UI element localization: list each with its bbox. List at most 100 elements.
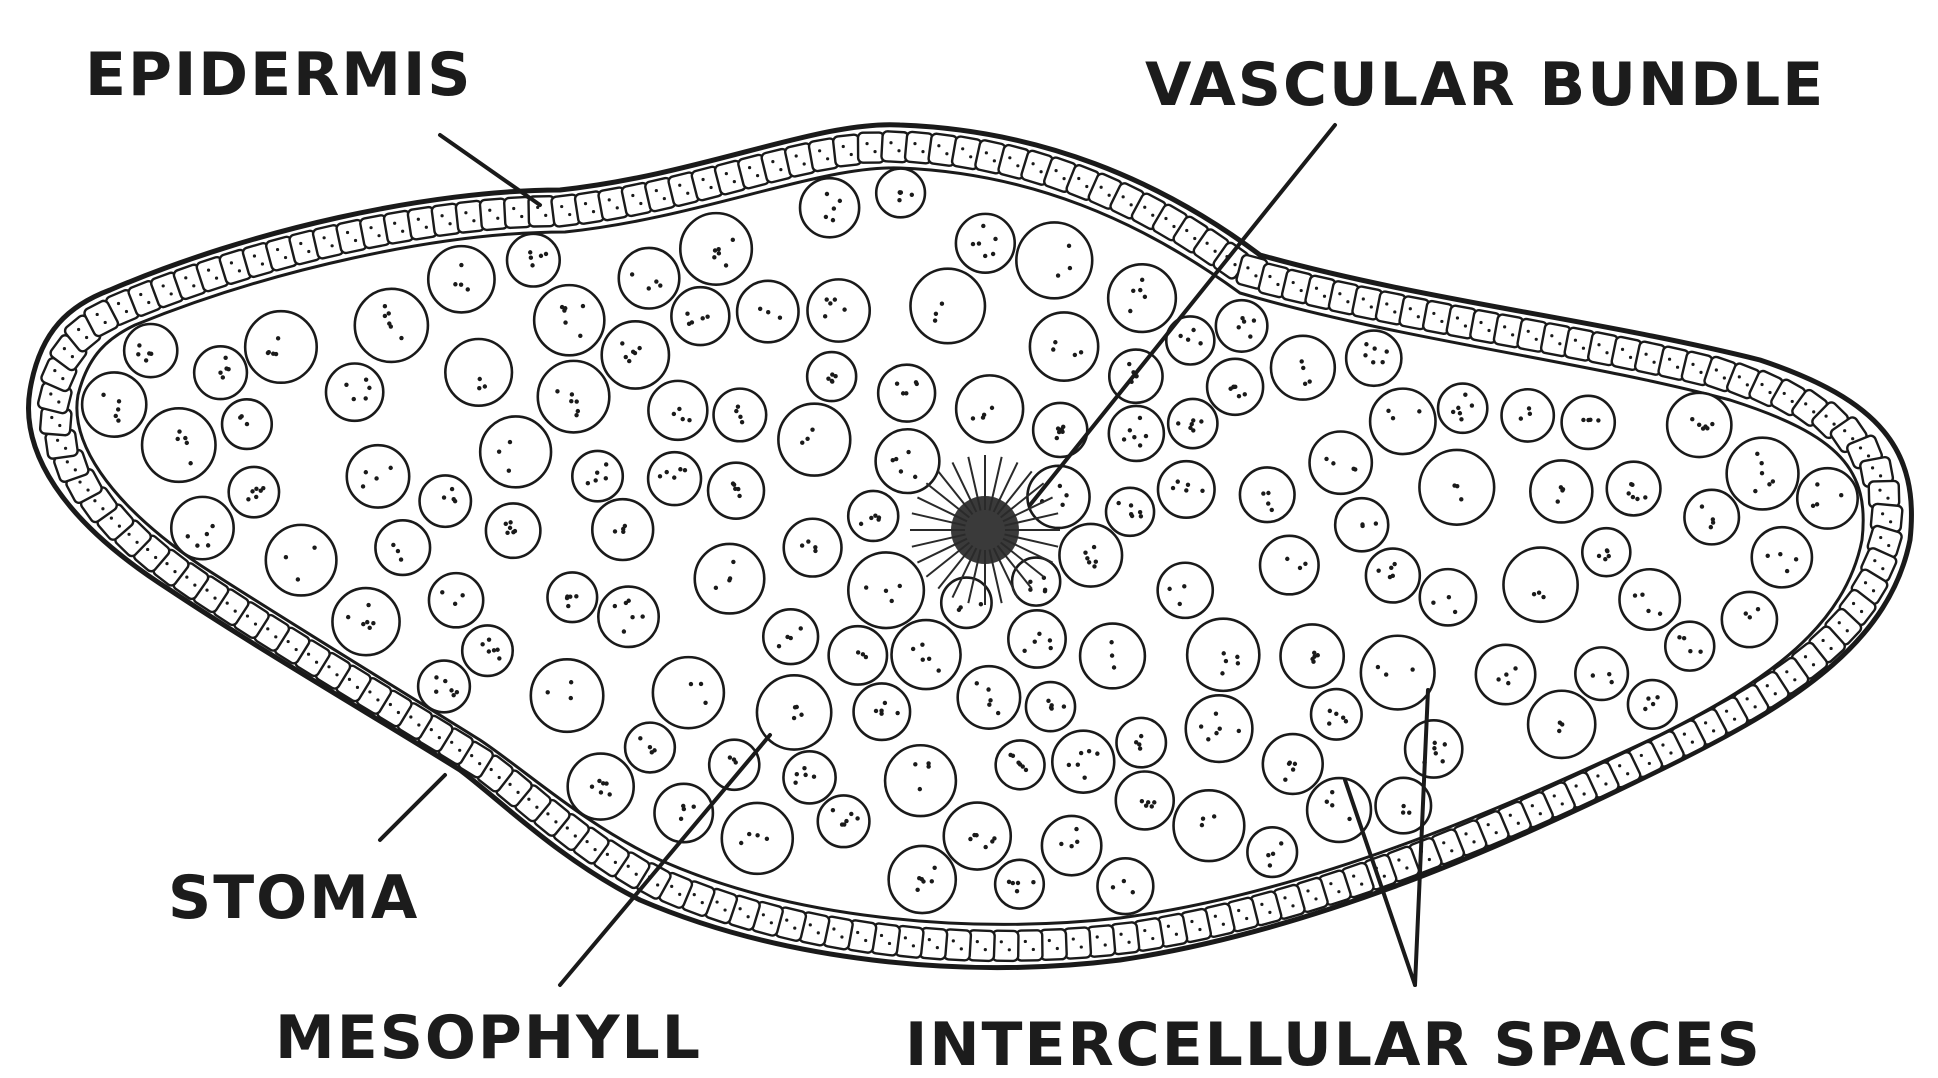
chloroplast-dot: [1271, 852, 1275, 856]
epidermis-cell-dot: [1583, 792, 1586, 795]
chloroplast-dot: [1386, 409, 1390, 413]
chloroplast-dot: [367, 626, 371, 630]
chloroplast-dot: [778, 315, 782, 319]
mesophyll-cell: [671, 287, 729, 345]
chloroplast-dot: [440, 590, 444, 594]
chloroplast-dot: [677, 407, 681, 411]
epidermis-cell-dot: [1886, 497, 1889, 500]
mesophyll-label: MESOPHYLL: [275, 1003, 702, 1073]
chloroplast-dot: [716, 247, 720, 251]
chloroplast-dot: [1068, 266, 1072, 270]
chloroplast-dot: [195, 543, 199, 547]
epidermis-cell-dot: [850, 153, 853, 156]
chloroplast-dot: [681, 804, 685, 808]
epidermis-cell-dot: [832, 927, 835, 930]
chloroplast-dot: [1224, 659, 1228, 663]
chloroplast-dot: [1184, 488, 1188, 492]
chloroplast-dot: [920, 642, 924, 646]
mesophyll-cell: [445, 339, 512, 406]
chloroplast-dot: [1291, 767, 1295, 771]
chloroplast-dot: [1591, 673, 1595, 677]
chloroplast-dot: [681, 417, 685, 421]
chloroplast-dot: [876, 517, 880, 521]
chloroplast-dot: [1079, 751, 1083, 755]
chloroplast-dot: [689, 682, 693, 686]
epidermis-cell-dot: [1143, 206, 1146, 209]
epidermis-cell-dot: [397, 711, 400, 714]
epidermis-cell-dot: [795, 154, 798, 157]
chloroplast-dot: [830, 372, 834, 376]
epidermis-cell-dot: [566, 826, 569, 829]
chloroplast-dot: [1815, 502, 1819, 506]
epidermis-cell-dot: [904, 936, 907, 939]
epidermis-cell-dot: [1315, 287, 1318, 290]
chloroplast-dot: [487, 649, 491, 653]
epidermis-cell-dot: [656, 883, 659, 886]
chloroplast-dot: [1138, 288, 1142, 292]
chloroplast-dot: [1056, 426, 1060, 430]
chloroplast-dot: [898, 584, 902, 588]
chloroplast-dot: [813, 545, 817, 549]
chloroplast-dot: [1067, 244, 1071, 248]
chloroplast-dot: [1434, 751, 1438, 755]
epidermis-cell-dot: [488, 209, 491, 212]
chloroplast-dot: [856, 650, 860, 654]
chloroplast-dot: [957, 608, 961, 612]
epidermis-cell-dot: [1024, 940, 1027, 943]
chloroplast-dot: [364, 378, 368, 382]
epidermis-cell-dot: [1237, 909, 1240, 912]
chloroplast-dot: [365, 620, 369, 624]
epidermis-cell-dot: [627, 865, 630, 868]
mesophyll-cell: [1797, 468, 1857, 528]
chloroplast-dot: [823, 314, 827, 318]
chloroplast-dot: [1218, 727, 1222, 731]
chloroplast-dot: [374, 476, 378, 480]
epidermis-cell-dot: [295, 648, 298, 651]
epidermis-cell-dot: [154, 556, 157, 559]
chloroplast-dot: [1643, 495, 1647, 499]
chloroplast-dot: [218, 371, 222, 375]
epidermis-cell-dot: [1495, 831, 1498, 834]
chloroplast-dot: [1456, 406, 1460, 410]
epidermis-cell-dot: [1479, 321, 1482, 324]
chloroplast-dot: [728, 576, 732, 580]
epidermis-cell-dot: [1881, 512, 1884, 515]
chloroplast-dot: [1031, 880, 1035, 884]
chloroplast-dot: [221, 375, 225, 379]
epidermis-cell-dot: [1397, 858, 1400, 861]
epidermis-cell-dot: [377, 234, 380, 237]
chloroplast-dot: [975, 681, 979, 685]
chloroplast-dot: [1384, 672, 1388, 676]
chloroplast-dot: [1353, 467, 1357, 471]
epidermis-cell-dot: [1626, 772, 1629, 775]
mesophyll-cell: [778, 404, 850, 476]
chloroplast-dot: [1198, 341, 1202, 345]
epidermis-cell-dot: [1539, 812, 1542, 815]
epidermis-cell-dot: [715, 900, 718, 903]
chloroplast-dot: [736, 487, 740, 491]
chloroplast-dot: [1129, 503, 1133, 507]
chloroplast-dot: [654, 279, 658, 283]
chloroplast-dot: [731, 238, 735, 242]
mesophyll-cell: [428, 246, 494, 312]
epidermis-cell-dot: [376, 698, 379, 701]
chloroplast-dot: [1094, 560, 1098, 564]
intercellular-spaces-label: INTERCELLULAR SPACES: [905, 1010, 1762, 1078]
chloroplast-dot: [460, 593, 464, 597]
epidermis-cell-dot: [125, 310, 128, 313]
chloroplast-dot: [254, 495, 258, 499]
chloroplast-dot: [1527, 406, 1531, 410]
epidermis-cell-dot: [1575, 784, 1578, 787]
chloroplast-dot: [1087, 560, 1091, 564]
epidermis-cell-dot: [818, 149, 821, 152]
epidermis-cell-dot: [389, 703, 392, 706]
mesophyll-cell: [1008, 610, 1065, 667]
epidermis-cell-dot: [93, 499, 96, 502]
chloroplast-dot: [1463, 393, 1467, 397]
chloroplast-dot: [478, 377, 482, 381]
epidermis-cell-dot: [1503, 325, 1506, 328]
chloroplast-dot: [578, 334, 582, 338]
epidermis-cell-dot: [793, 927, 796, 930]
epidermis-cell-dot: [1405, 866, 1408, 869]
chloroplast-dot: [1083, 550, 1087, 554]
